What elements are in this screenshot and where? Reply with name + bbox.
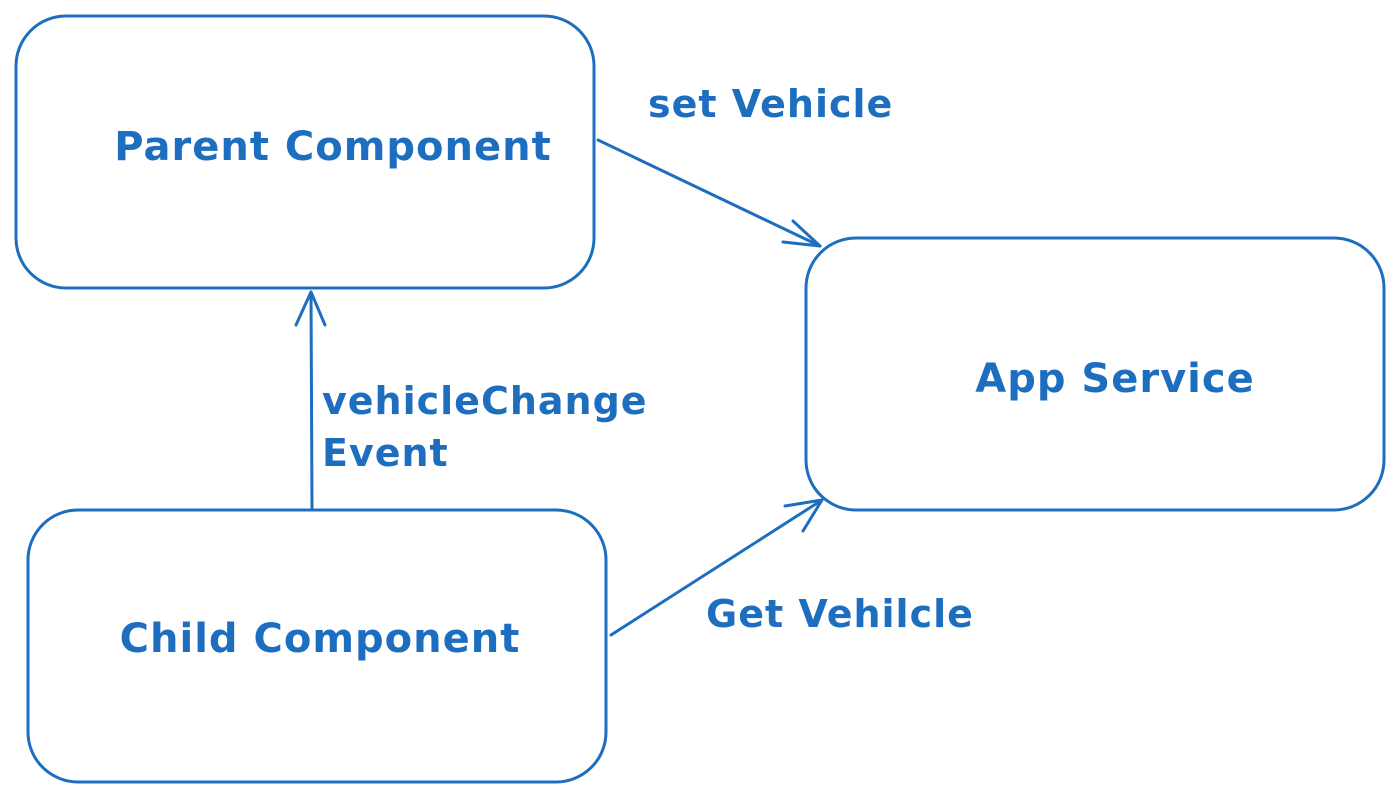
vehicle-change-arrow-line xyxy=(309,290,314,510)
parent-component-node: Parent Component xyxy=(14,14,596,290)
vehicle-change-label-line2: Event xyxy=(322,431,449,475)
edge-set-vehicle: set Vehicle xyxy=(596,82,893,248)
app-service-box xyxy=(804,236,1386,512)
app-service-node: App Service xyxy=(804,236,1386,512)
parent-component-box xyxy=(14,14,596,290)
child-component-box xyxy=(26,508,608,784)
get-vehicle-label: Get Vehilcle xyxy=(706,592,974,636)
child-component-node: Child Component xyxy=(26,508,608,784)
set-vehicle-label: set Vehicle xyxy=(648,82,893,126)
vehicle-change-arrowhead-icon xyxy=(294,290,327,327)
get-vehicle-arrowhead-icon xyxy=(783,498,824,533)
get-vehicle-arrow-line xyxy=(609,498,824,637)
edge-vehicle-change-event: vehicleChange Event xyxy=(294,290,648,510)
edge-get-vehicle: Get Vehilcle xyxy=(609,498,974,637)
app-service-label: App Service xyxy=(975,356,1254,402)
vehicle-change-label-line1: vehicleChange xyxy=(322,379,648,423)
child-component-label: Child Component xyxy=(120,616,521,662)
parent-component-label: Parent Component xyxy=(114,124,551,170)
set-vehicle-arrow-line xyxy=(596,138,822,248)
set-vehicle-arrowhead-icon xyxy=(781,219,822,248)
